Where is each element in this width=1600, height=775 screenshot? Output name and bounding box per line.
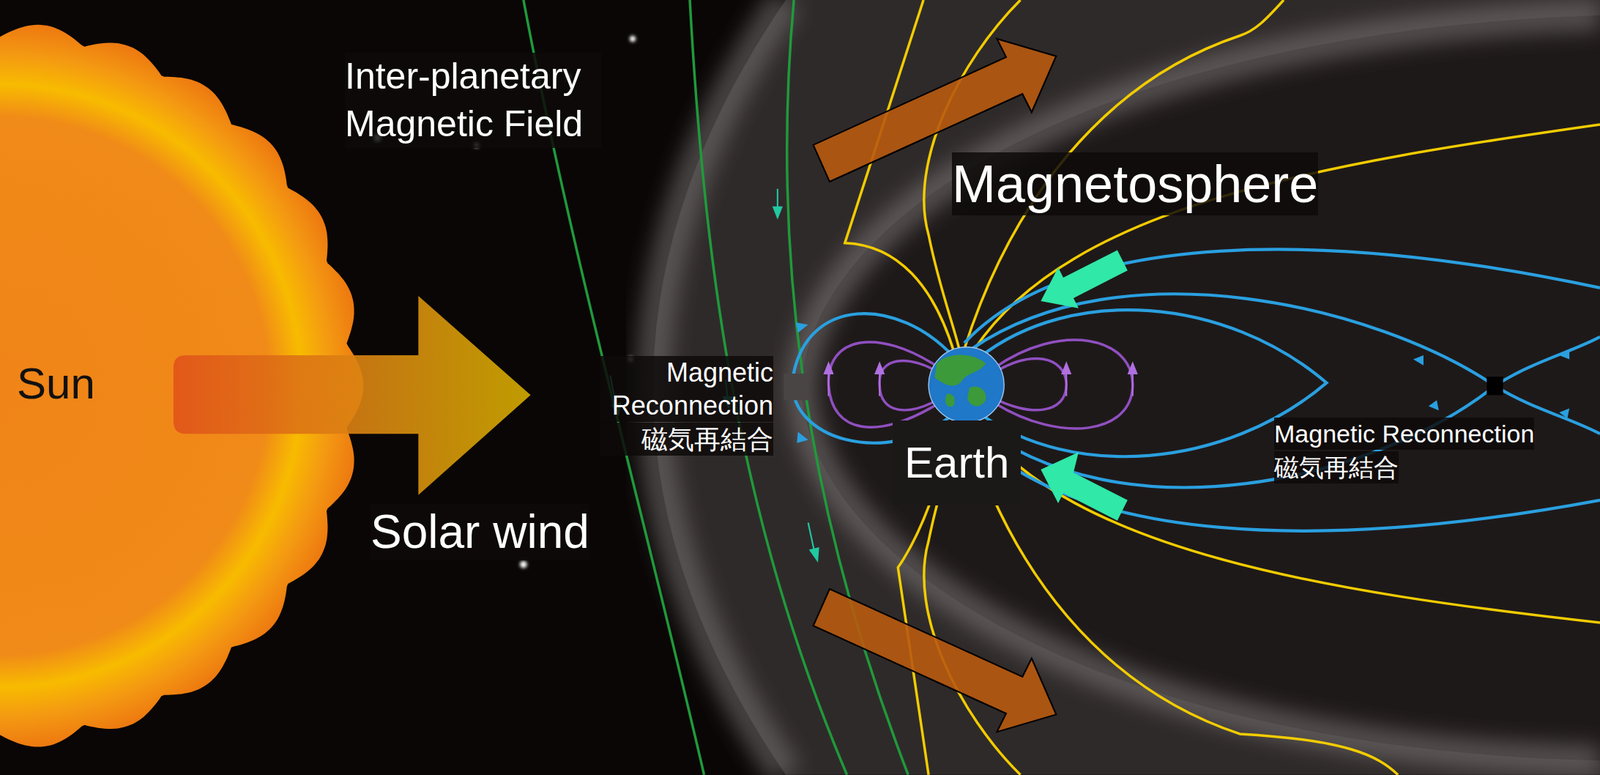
reconnection-label-ja: 磁気再結合 [600,422,774,456]
earth-label-box: Earth [892,420,1021,506]
earth-land [967,386,986,407]
field-arrowhead [1428,399,1439,411]
field-arrowhead [1558,407,1570,419]
reconnection-label: Magnetic Reconnection [1274,417,1535,450]
earth-label: Earth [904,436,1010,490]
reconnection-label: Magnetic Reconnection [600,355,774,422]
earth-land [945,393,955,407]
earth-land [934,355,986,386]
dipole-arrow [1132,371,1134,396]
field-label: Inter-planetary Magnetic Field [344,52,602,148]
sun-label: Sun [16,357,96,411]
inflow-arrow [1040,451,1127,520]
imf-arrowhead [809,547,818,561]
field-arrowhead [1558,349,1570,360]
star [629,35,636,42]
earth-globe [928,347,1004,423]
dipole-field-lines [828,339,1133,429]
dipole-line [828,341,939,427]
dipole-line [995,339,1133,429]
dipole-arrow [1065,371,1067,396]
field-arrowhead [796,431,808,443]
closed-field-lines [792,248,1600,531]
magnetopause-glow [801,15,1600,761]
magnetosphere-interior [801,15,1600,761]
field-line [845,0,955,353]
magnetosphere-label: Magnetosphere [951,152,1319,216]
imf-arrow [776,188,779,210]
tail-field-line [971,293,1600,434]
tail-x-point [1486,376,1503,395]
dipole-arrowhead [1128,363,1137,374]
lobe-field-line [964,248,1600,343]
flow-arrow [813,588,1057,732]
dipole-arrowhead [875,363,884,374]
reconnection-label-ja: 磁気再結合 [1274,451,1399,484]
imf-arrow [808,522,815,551]
dipole-arrowhead [824,363,833,374]
dipole-arrow [878,371,881,396]
field-arrowhead [1413,355,1424,366]
dipole-arrowhead [1062,363,1071,374]
magnetosheath [653,0,1600,775]
solar-wind-label: Solar wind [370,503,590,561]
inflow-arrow [1040,249,1127,308]
field-arrowhead [795,322,809,333]
star [519,560,528,569]
dipole-arrow [827,371,829,396]
imf-arrowhead [773,207,782,218]
dayside-x-point [783,373,808,400]
solar-wind-arrow [173,295,531,496]
sun-shape-label-box: Sun [12,354,100,413]
